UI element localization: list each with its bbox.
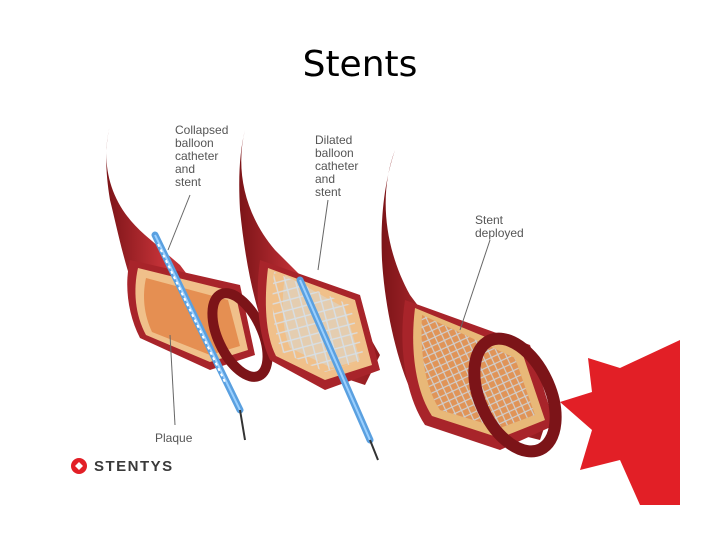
stentys-logo-icon — [71, 458, 87, 474]
label-collapsed-line: Collapsed — [175, 123, 228, 137]
label-deployed-line: deployed — [475, 226, 524, 240]
label-dilated-line: Dilated — [315, 133, 352, 147]
label-collapsed-line: balloon — [175, 136, 214, 150]
stentys-logo: STENTYS — [70, 457, 174, 475]
label-deployed-line: Stent — [475, 213, 504, 227]
label-pointers — [167, 194, 491, 426]
vessel-deployed — [381, 150, 562, 458]
vessel-collapsed — [106, 125, 273, 441]
label-collapsed: Collapsed balloon catheter and stent — [175, 123, 232, 189]
label-dilated-line: balloon — [315, 146, 354, 160]
label-plaque: Plaque — [155, 431, 193, 445]
label-collapsed-line: and — [175, 162, 195, 176]
label-collapsed-line: stent — [175, 175, 202, 189]
label-dilated: Dilated balloon catheter and stent — [315, 133, 362, 199]
stent-diagram: Collapsed balloon catheter and stent Dil… — [106, 123, 680, 505]
red-accent-shape — [560, 340, 680, 505]
slide-title: Stents — [302, 44, 418, 85]
label-deployed: Stent deployed — [475, 213, 524, 240]
label-collapsed-line: catheter — [175, 149, 218, 163]
vessel-dilated — [239, 130, 380, 461]
stentys-logo-text: STENTYS — [94, 457, 174, 475]
label-dilated-line: and — [315, 172, 335, 186]
label-dilated-line: stent — [315, 185, 342, 199]
label-dilated-line: catheter — [315, 159, 358, 173]
